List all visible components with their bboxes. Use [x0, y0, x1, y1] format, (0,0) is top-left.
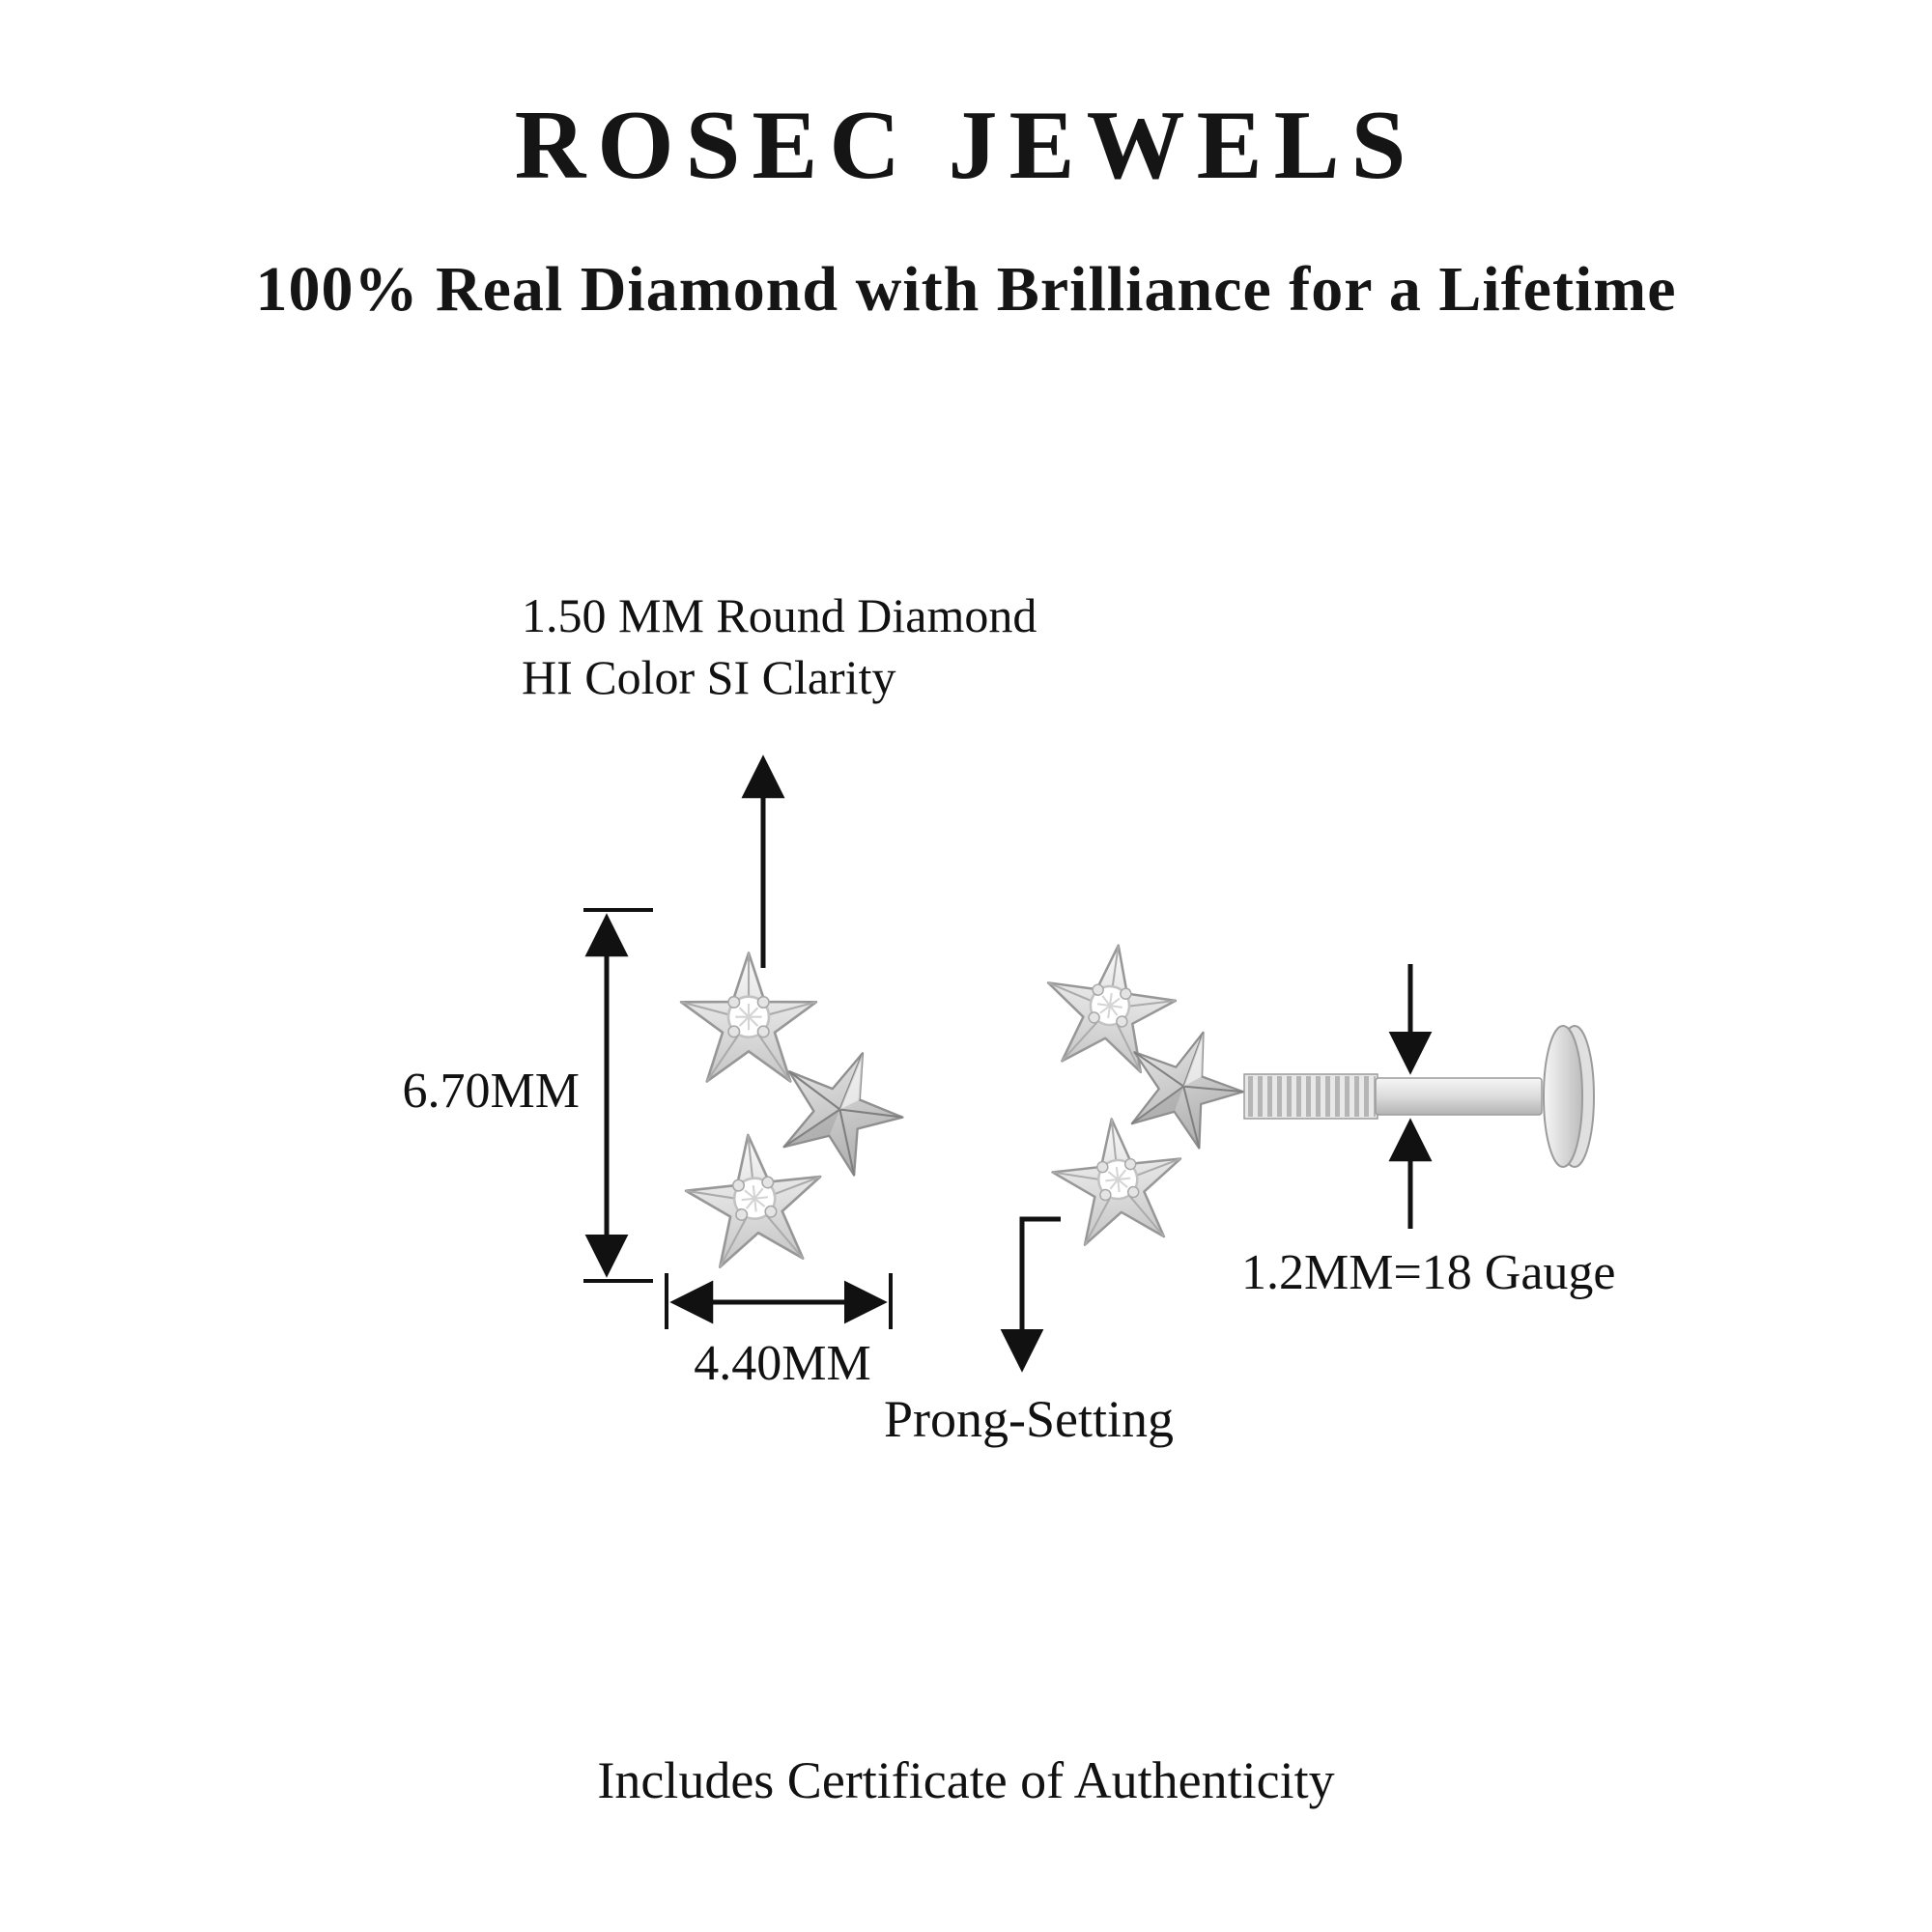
prong-leader-arrow: [1000, 1216, 1061, 1373]
brand-title: ROSEC JEWELS: [514, 91, 1418, 200]
diamond-spec-line2: HI Color SI Clarity: [522, 650, 896, 704]
threaded-post: [1243, 1073, 1378, 1120]
prong-setting-label: Prong-Setting: [884, 1390, 1175, 1448]
height-dimension-label: 6.70MM: [402, 1064, 580, 1119]
width-dimension: [665, 1273, 893, 1329]
brand-subtitle: 100% Real Diamond with Brilliance for a …: [255, 254, 1677, 325]
star-icon: [681, 953, 816, 1082]
diamond-spec-line1: 1.50 MM Round Diamond: [522, 588, 1037, 642]
front-view-illustration: [681, 953, 921, 1270]
post-bar: [1375, 1077, 1543, 1116]
star-icon: [1047, 1112, 1188, 1247]
width-dimension-label: 4.40MM: [694, 1336, 871, 1391]
star-icon: [1037, 936, 1181, 1075]
star-icon: [681, 1128, 829, 1270]
gauge-label: 1.2MM=18 Gauge: [1241, 1245, 1616, 1300]
height-dimension: [583, 908, 653, 1283]
star-icon: [761, 1029, 921, 1185]
certificate-note: Includes Certificate of Authenticity: [597, 1751, 1335, 1809]
side-view-illustration: [1037, 936, 1595, 1247]
flat-back-disc: [1543, 1025, 1595, 1168]
